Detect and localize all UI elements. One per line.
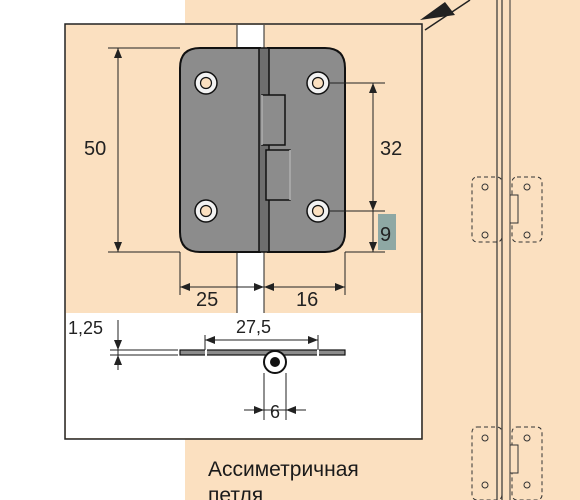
- door-hinge-upper: [471, 176, 543, 243]
- caption-line-2: петля: [208, 484, 263, 500]
- screw-hole-top-right: [306, 71, 330, 95]
- dimension-width-left-label: 25: [196, 289, 218, 311]
- dimension-width-right-label: 16: [296, 289, 318, 311]
- dimension-knuckle-label: 6: [270, 402, 280, 422]
- dimension-edge-offset-label: 9: [380, 224, 391, 246]
- screw-hole-bottom-left: [194, 199, 218, 223]
- dimension-thickness-label: 1,25: [68, 318, 103, 338]
- section-view-area: [66, 313, 421, 438]
- dimension-height: [108, 47, 180, 253]
- caption-line-1: Ассиметричная: [208, 458, 359, 481]
- dimension-overall-width: [204, 335, 319, 350]
- dimension-edge-offset: [345, 211, 385, 253]
- dimension-overall-width-label: 27,5: [236, 317, 271, 337]
- dimension-hole-spacing: [330, 82, 385, 212]
- hinge-cross-section: [179, 347, 346, 374]
- dimension-height-label: 50: [84, 138, 106, 160]
- dimension-edge-offset-highlight: [378, 214, 396, 250]
- screw-hole-top-left: [194, 71, 218, 95]
- dimension-thickness: [110, 320, 178, 370]
- callout-arrow: [420, 0, 471, 31]
- screw-hole-bottom-right: [306, 199, 330, 223]
- dimension-knuckle: [244, 373, 306, 420]
- dimension-widths: [179, 252, 346, 295]
- dimension-hole-spacing-label: 32: [380, 138, 402, 160]
- cabinet-door-edge: [496, 0, 511, 500]
- door-hinge-lower: [471, 426, 543, 500]
